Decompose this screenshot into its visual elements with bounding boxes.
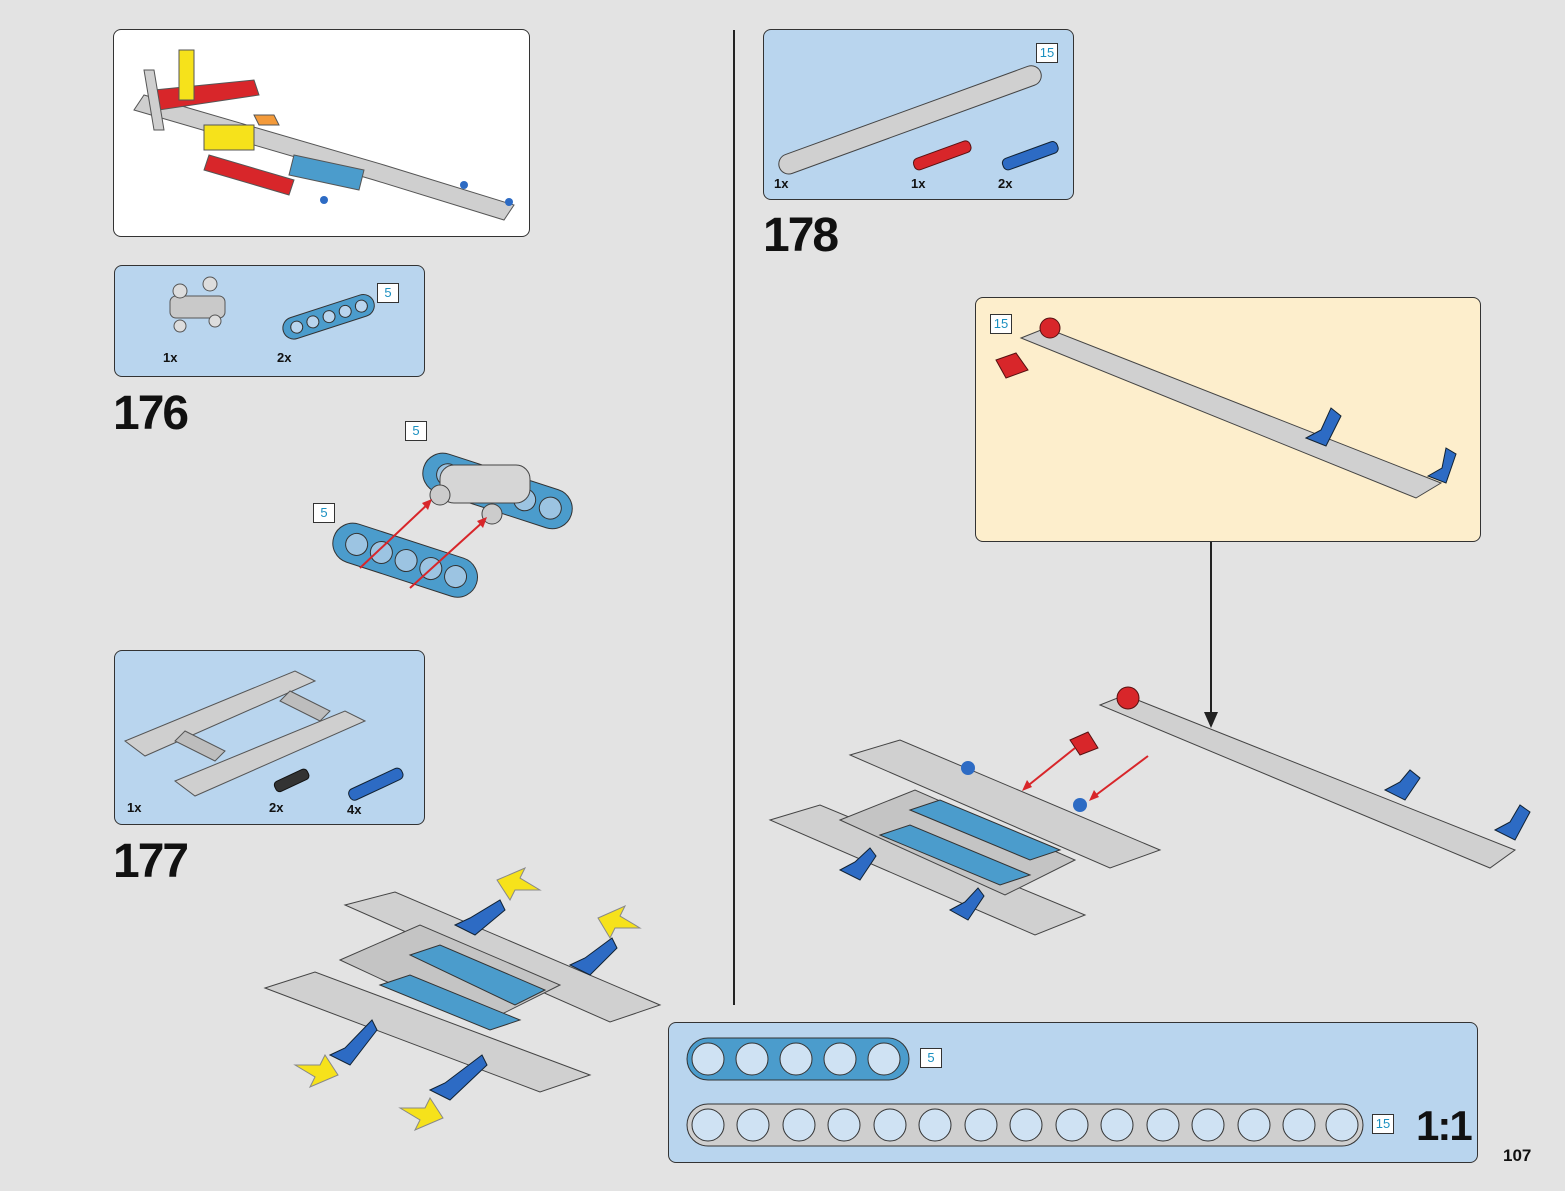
beam-length-callout: 5 bbox=[405, 421, 427, 441]
part-qty: 4x bbox=[347, 802, 362, 817]
step-176-parts-panel: 1x 2x 5 bbox=[114, 265, 425, 377]
beam-length-badge: 5 bbox=[377, 283, 399, 303]
page-number: 107 bbox=[1503, 1146, 1532, 1165]
column-divider bbox=[733, 30, 735, 1005]
blue-pin-icon bbox=[1001, 141, 1059, 171]
part-qty: 1x bbox=[911, 176, 926, 191]
subassembly-illustration bbox=[995, 317, 1457, 499]
beam-length-callout: 15 bbox=[990, 314, 1012, 334]
beam-length-badge: 5 bbox=[920, 1048, 942, 1068]
step-number: 177 bbox=[113, 835, 189, 888]
ruler-beam-15 bbox=[686, 1103, 1364, 1147]
previous-assembly-illustration bbox=[133, 49, 515, 221]
gray-beam-15-icon bbox=[778, 65, 1042, 175]
part-qty: 1x bbox=[163, 350, 178, 365]
scale-label: 1:1 bbox=[1416, 1102, 1473, 1149]
black-pin-icon bbox=[273, 768, 310, 793]
step-number: 176 bbox=[113, 387, 189, 440]
blue-beam-5-icon bbox=[282, 294, 375, 340]
step-number: 178 bbox=[763, 209, 839, 262]
beam-length-callout: 5 bbox=[313, 503, 335, 523]
part-qty: 2x bbox=[998, 176, 1013, 191]
scale-ruler-panel: 5 15 bbox=[668, 1022, 1478, 1163]
step-177-parts-panel: 1x 2x 4x bbox=[114, 650, 425, 825]
part-qty: 2x bbox=[277, 350, 292, 365]
frame-subassembly-icon bbox=[123, 670, 367, 797]
ruler-beam-5 bbox=[686, 1037, 910, 1081]
part-qty: 1x bbox=[774, 176, 789, 191]
part-qty: 1x bbox=[127, 800, 142, 815]
step-178-parts-panel: 1x 1x 2x 15 bbox=[763, 29, 1074, 200]
blue-pin-icon bbox=[348, 767, 404, 801]
step-178-subassembly-panel: 15 bbox=[975, 297, 1481, 542]
previous-assembly-panel bbox=[113, 29, 530, 237]
connector-part-icon bbox=[169, 276, 226, 333]
beam-length-badge: 15 bbox=[1036, 43, 1058, 63]
beam-length-badge: 15 bbox=[1372, 1114, 1394, 1134]
part-qty: 2x bbox=[269, 800, 284, 815]
red-pin-icon bbox=[912, 140, 972, 171]
